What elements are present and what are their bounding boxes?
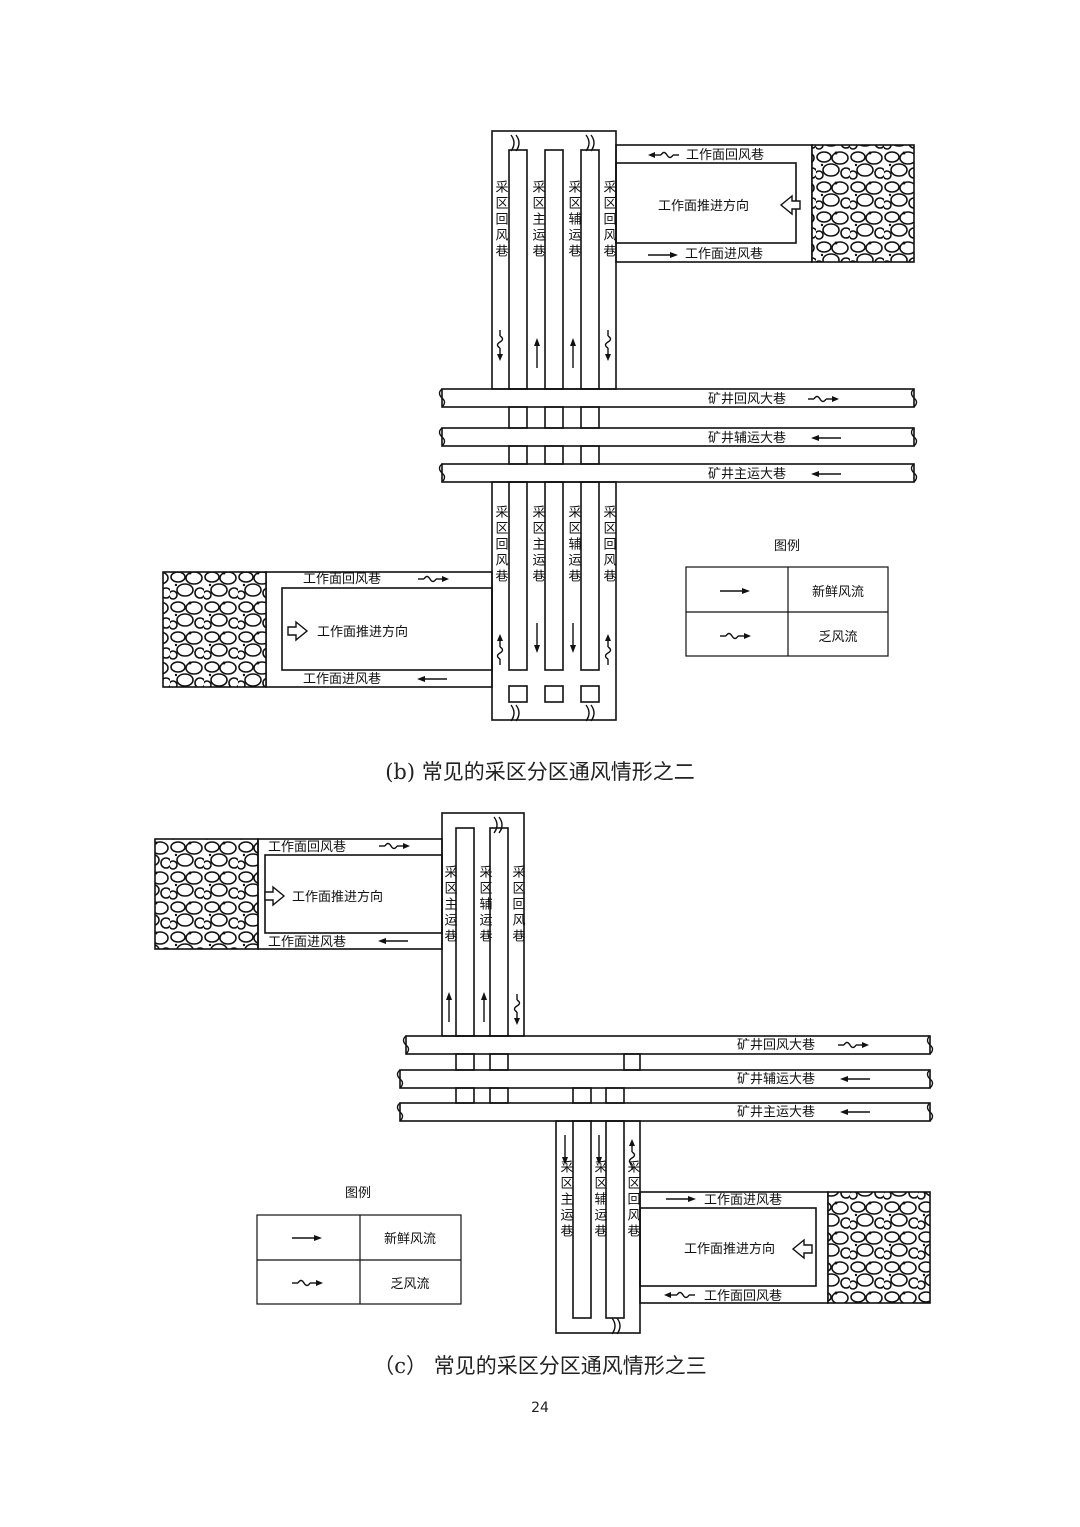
stale-air-arrow-icon — [604, 329, 612, 362]
c-legend: 图例 新鲜风流 乏风流 — [256, 1186, 462, 1305]
air-door-icon — [585, 704, 595, 722]
stale-air-arrow-icon — [719, 632, 752, 640]
b-upper-return-label: 工作面回风巷 — [686, 148, 764, 163]
c-upper-goaf — [154, 838, 259, 950]
fresh-air-arrow-icon — [533, 337, 541, 369]
fresh-air-arrow-icon — [569, 622, 577, 654]
stale-air-arrow-icon — [513, 993, 521, 1026]
b-upper-v-aux: 采区辅运巷 — [566, 180, 582, 260]
fresh-air-arrow-icon — [291, 1234, 323, 1242]
air-door-icon — [510, 704, 520, 722]
b-upper-v-return-2: 采区回风巷 — [601, 180, 617, 260]
stale-air-arrow-icon — [417, 575, 450, 583]
stale-air-arrow-icon — [837, 1041, 870, 1049]
air-door-icon — [611, 1317, 621, 1335]
b-lower-v-return-1: 采区回风巷 — [493, 505, 509, 585]
b-main-haul-road — [441, 463, 915, 483]
figure-c — [154, 812, 931, 1334]
b-upper-v-return-1: 采区回风巷 — [493, 180, 509, 260]
b-legend: 图例 新鲜风流 乏风流 — [685, 539, 889, 657]
advance-direction-arrow-icon — [264, 885, 286, 907]
page-number: 24 — [531, 1400, 549, 1416]
fresh-air-arrow-icon — [647, 251, 679, 259]
c-lower-advance-label: 工作面推进方向 — [684, 1241, 775, 1257]
fresh-air-arrow-icon — [810, 470, 842, 478]
b-lower-intake-label: 工作面进风巷 — [303, 672, 381, 687]
b-upper-goaf — [811, 144, 915, 263]
advance-direction-arrow-icon — [287, 620, 309, 642]
b-lower-face-panel — [281, 587, 493, 671]
b-lower-district-outline — [491, 481, 617, 721]
b-upper-district-outline — [491, 130, 617, 390]
b-lower-v-main: 采区主运巷 — [530, 505, 546, 585]
b-lower-v-return-2: 采区回风巷 — [601, 505, 617, 585]
stale-air-arrow-icon — [807, 395, 840, 403]
air-door-icon — [510, 134, 520, 152]
b-main-return-road — [441, 388, 915, 408]
b-upper-advance-label: 工作面推进方向 — [658, 198, 749, 214]
stale-air-arrow-icon — [496, 329, 504, 362]
figure-c-caption: （c） 常见的采区分区通风情形之三 — [373, 1354, 707, 1378]
c-upper-intake-label: 工作面进风巷 — [268, 935, 346, 950]
c-lower-v-main: 采区主运巷 — [558, 1160, 574, 1240]
c-legend-title: 图例 — [345, 1186, 371, 1201]
stale-air-arrow-icon — [378, 842, 411, 850]
c-legend-fresh: 新鲜风流 — [384, 1231, 436, 1247]
fresh-air-arrow-icon — [719, 587, 751, 595]
b-lower-advance-label: 工作面推进方向 — [317, 624, 408, 640]
c-lower-return-label: 工作面回风巷 — [704, 1289, 782, 1304]
fresh-air-arrow-icon — [569, 337, 577, 369]
c-main-return-label: 矿井回风大巷 — [737, 1038, 815, 1053]
c-lower-v-return: 采区回风巷 — [625, 1160, 641, 1240]
air-door-icon — [493, 816, 503, 834]
fresh-air-arrow-icon — [839, 1075, 871, 1083]
c-legend-stale: 乏风流 — [390, 1277, 429, 1292]
c-upper-return-label: 工作面回风巷 — [268, 840, 346, 855]
b-legend-title: 图例 — [774, 539, 800, 554]
fresh-air-arrow-icon — [377, 937, 409, 945]
b-main-aux-label: 矿井辅运大巷 — [708, 431, 786, 446]
c-lower-v-aux: 采区辅运巷 — [592, 1160, 608, 1240]
figure-b-caption: (b) 常见的采区分区通风情形之二 — [385, 760, 695, 784]
b-lower-v-aux: 采区辅运巷 — [566, 505, 582, 585]
c-lower-intake-label: 工作面进风巷 — [704, 1193, 782, 1208]
b-legend-fresh: 新鲜风流 — [812, 584, 864, 600]
c-main-return-road — [405, 1035, 931, 1055]
fresh-air-arrow-icon — [665, 1195, 697, 1203]
c-upper-v-main: 采区主运巷 — [442, 865, 458, 945]
advance-direction-arrow-icon — [779, 194, 801, 216]
stale-air-arrow-icon — [291, 1279, 324, 1287]
c-main-aux-label: 矿井辅运大巷 — [737, 1072, 815, 1087]
stale-air-arrow-icon — [496, 633, 504, 666]
advance-direction-arrow-icon — [791, 1238, 813, 1260]
fresh-air-arrow-icon — [839, 1108, 871, 1116]
c-lower-goaf — [827, 1191, 931, 1304]
stale-air-arrow-icon — [647, 151, 680, 159]
b-lower-return-label: 工作面回风巷 — [303, 572, 381, 587]
fresh-air-arrow-icon — [416, 675, 448, 683]
c-upper-v-return: 采区回风巷 — [510, 865, 526, 945]
air-door-icon — [585, 134, 595, 152]
fresh-air-arrow-icon — [810, 434, 842, 442]
b-upper-pillar-1 — [508, 149, 528, 390]
b-main-aux-road — [441, 427, 915, 447]
fresh-air-arrow-icon — [480, 991, 488, 1023]
fresh-air-arrow-icon — [445, 991, 453, 1023]
c-main-haul-label: 矿井主运大巷 — [737, 1105, 815, 1120]
c-upper-v-aux: 采区辅运巷 — [477, 865, 493, 945]
c-upper-advance-label: 工作面推进方向 — [292, 889, 383, 905]
b-lower-goaf — [162, 571, 267, 688]
stale-air-arrow-icon — [663, 1291, 696, 1299]
fresh-air-arrow-icon — [533, 622, 541, 654]
b-main-haul-label: 矿井主运大巷 — [708, 467, 786, 482]
b-upper-pillar-3 — [580, 149, 600, 390]
b-upper-pillar-2 — [544, 149, 564, 390]
b-upper-v-main: 采区主运巷 — [530, 180, 546, 260]
c-lower-face-panel — [639, 1207, 817, 1287]
b-legend-stale: 乏风流 — [818, 630, 857, 645]
b-upper-intake-label: 工作面进风巷 — [685, 247, 763, 262]
b-main-return-label: 矿井回风大巷 — [708, 392, 786, 407]
stale-air-arrow-icon — [604, 633, 612, 666]
